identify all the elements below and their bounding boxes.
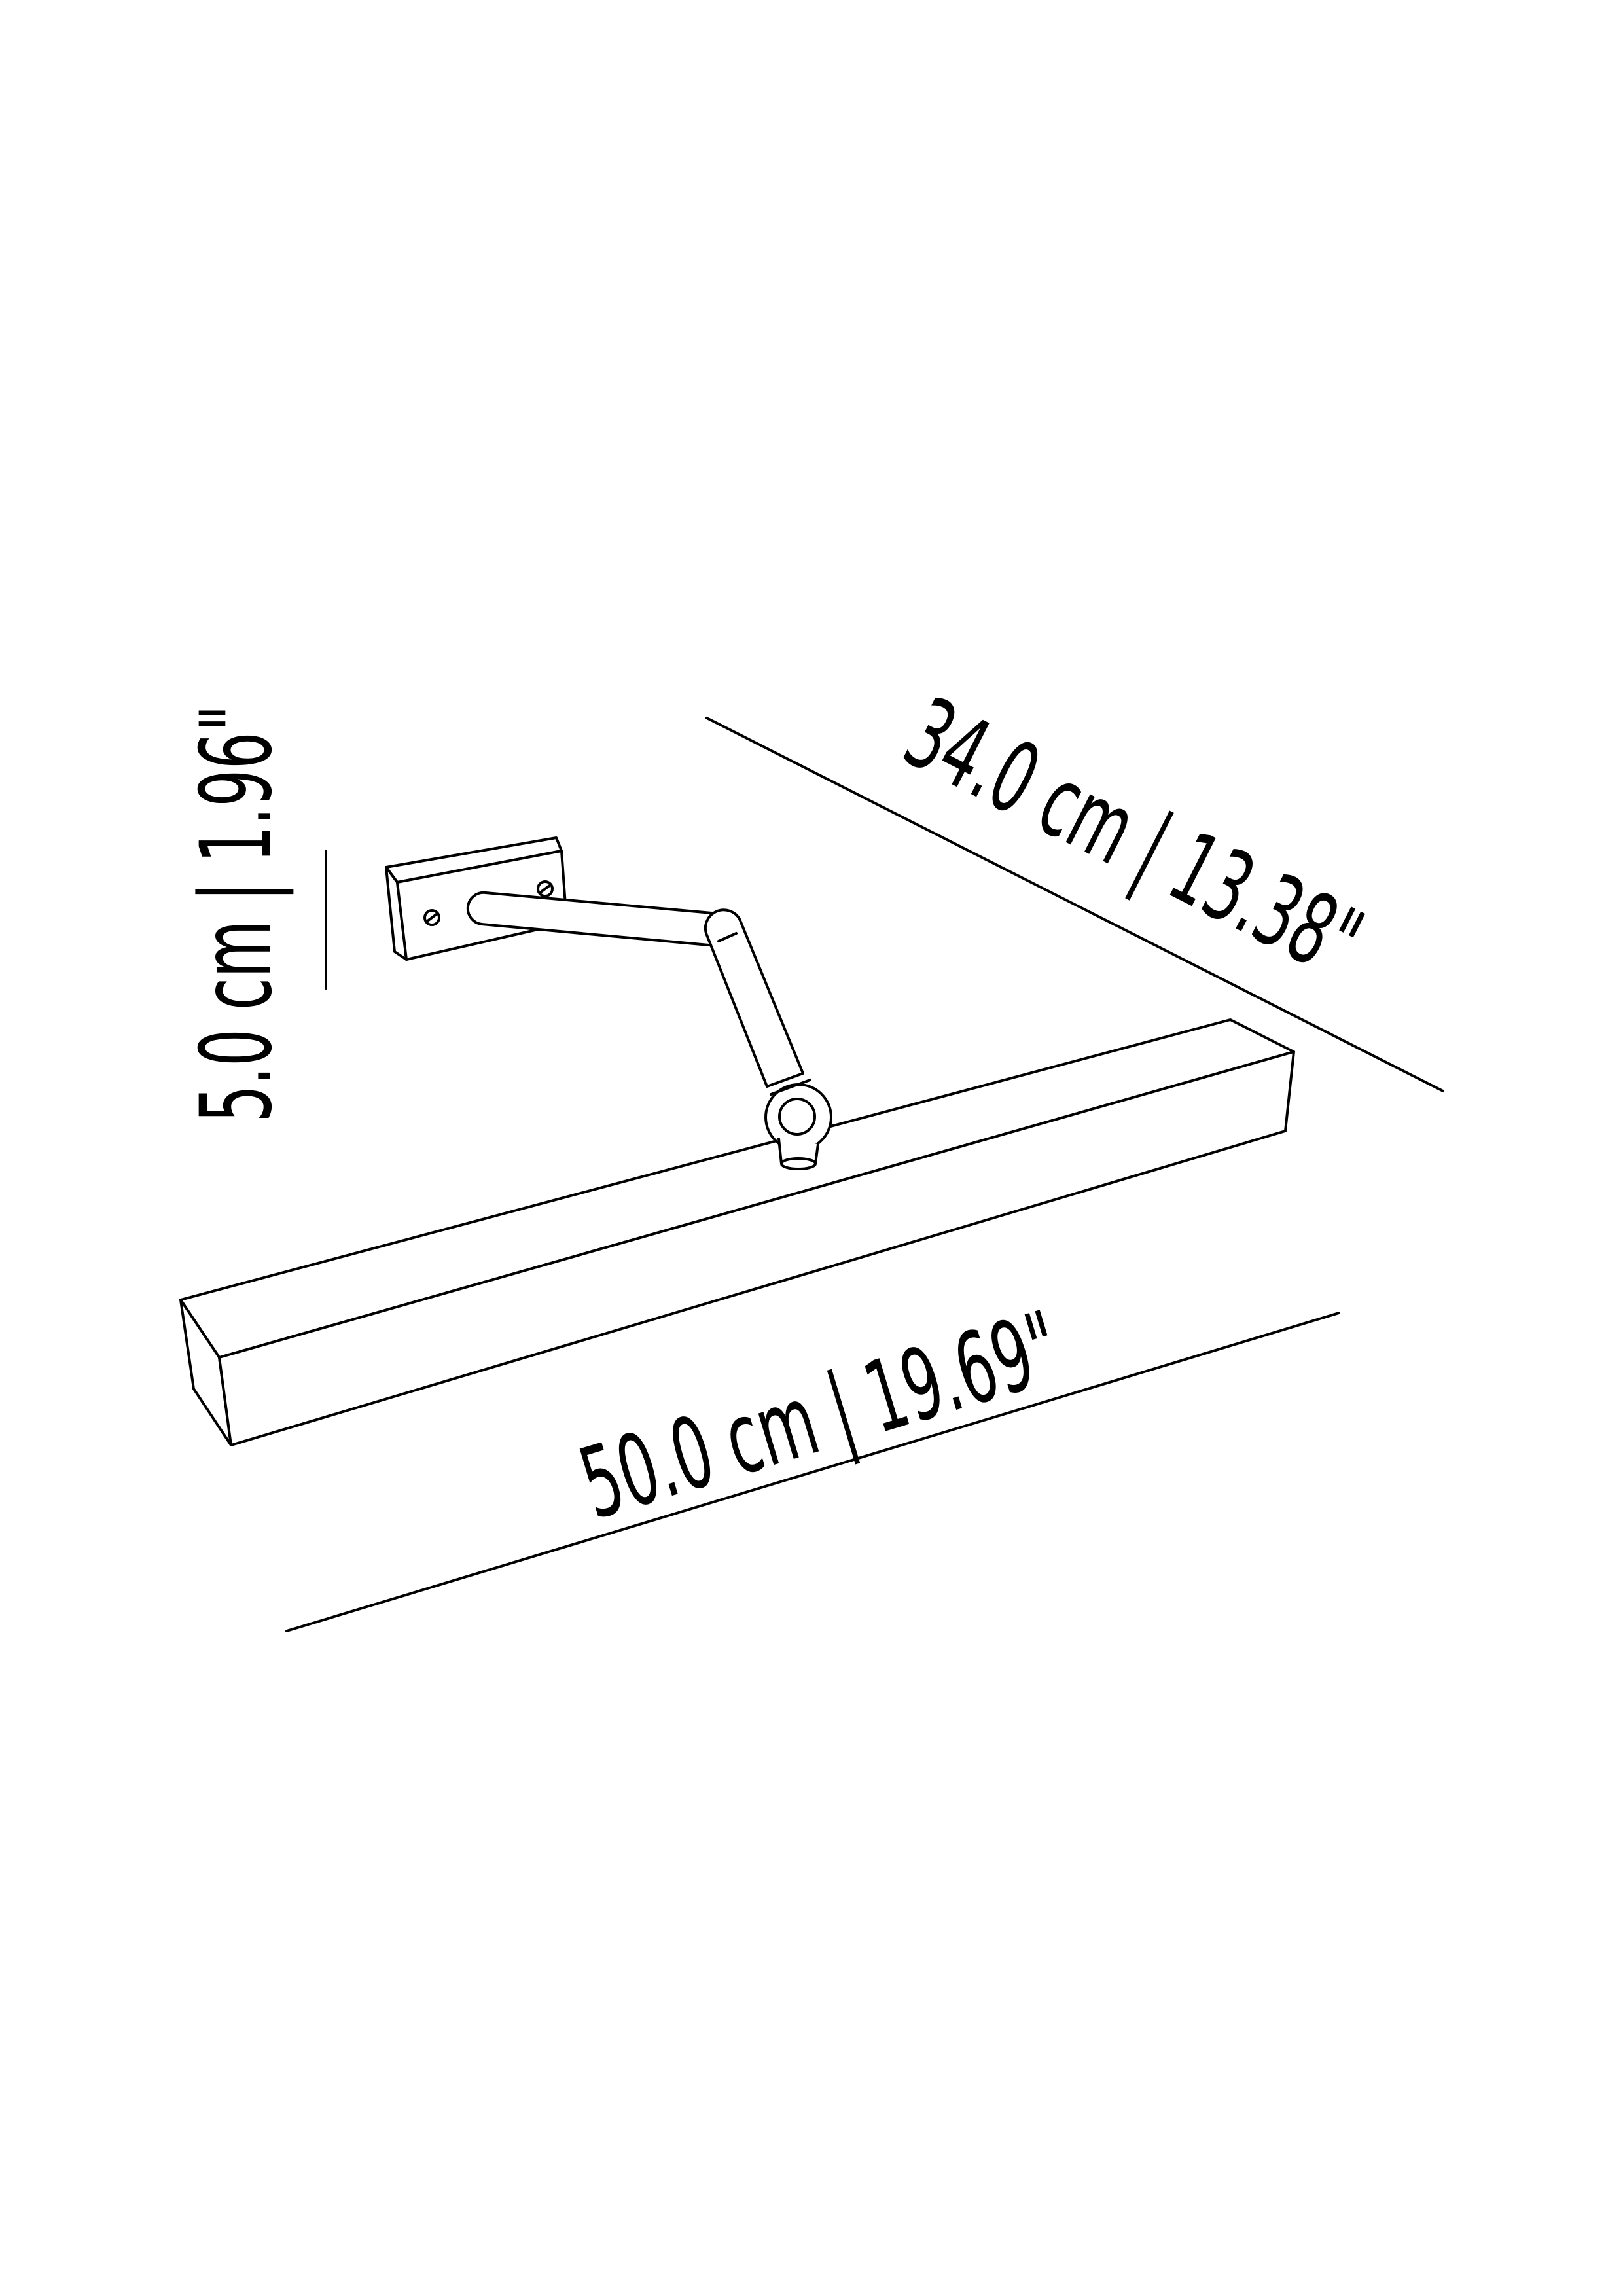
depth-dimension-line (705, 717, 1444, 1092)
light-bar (179, 1018, 1295, 1446)
lower-arm (704, 908, 804, 1088)
height-label: 5.0 cm | 1.96" (180, 705, 294, 1122)
depth-label: 34.0 cm | 13.38" (888, 677, 1379, 1001)
width-label: 50.0 cm | 19.69" (568, 1290, 1073, 1542)
width-dimension-line (285, 1312, 1340, 1632)
upper-arm (466, 891, 721, 947)
knuckle-joint (764, 1079, 832, 1170)
